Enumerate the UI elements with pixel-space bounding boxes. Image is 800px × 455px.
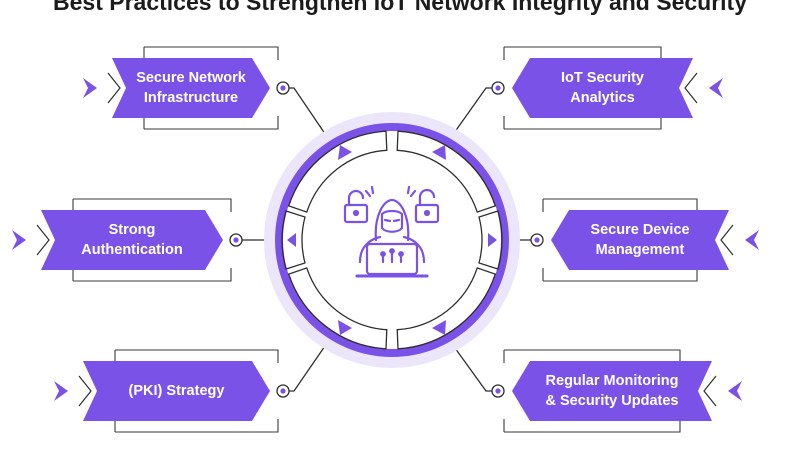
practice-label-3: (PKI) Strategy	[128, 383, 225, 399]
arrow-marker-icon	[709, 78, 723, 98]
inner-white-disc	[283, 131, 501, 349]
card-body	[512, 361, 712, 421]
chevron-outline-icon	[684, 72, 698, 104]
practice-card-3	[54, 349, 290, 433]
page-title: Best Practices to Strengthen IoT Network…	[53, 0, 747, 15]
face	[380, 209, 404, 233]
card-frame	[503, 46, 662, 130]
hood	[374, 198, 410, 242]
connector-dot-core	[280, 85, 286, 91]
practice-label-5: Secure Device Management	[590, 222, 690, 258]
practice-label-4: IoT Security Analytics	[561, 70, 644, 106]
practice-card-2	[12, 198, 243, 282]
practice-label-2: Strong Authentication	[81, 222, 183, 258]
hacker-laptop-padlocks-icon	[343, 185, 440, 278]
ring-arrow-markers	[287, 145, 497, 335]
ring-segments	[281, 130, 503, 350]
practice-card-6	[491, 349, 742, 433]
practice-cards	[12, 46, 759, 433]
padlock-right-shackle	[418, 188, 436, 207]
arrow-marker-icon	[54, 381, 68, 401]
practice-card-5	[530, 198, 759, 282]
chevron-outline-icon	[36, 224, 50, 256]
connector-dot-core	[495, 85, 501, 91]
card-frame	[503, 349, 681, 433]
padlock-right-body	[414, 203, 440, 224]
practice-label-1: Secure Network Infrastructure	[136, 70, 246, 106]
connector-dot-core	[495, 388, 501, 394]
chevron-outline-icon	[720, 224, 734, 256]
card-body	[112, 58, 270, 118]
arrow-marker-icon	[745, 230, 759, 250]
card-frame	[72, 198, 232, 282]
chevron-outline-icon	[107, 72, 121, 104]
card-frame	[114, 349, 279, 433]
card-body	[512, 58, 693, 118]
center-hub	[264, 112, 520, 368]
card-frame	[143, 46, 279, 130]
card-body	[83, 361, 270, 421]
card-frame	[542, 198, 698, 282]
padlock-left-body	[343, 203, 369, 224]
chevron-outline-icon	[703, 375, 717, 407]
padlock-left-shackle	[347, 189, 365, 207]
arrow-marker-icon	[728, 381, 742, 401]
arrow-marker-icon	[83, 78, 97, 98]
laptop-screen	[365, 242, 419, 276]
arrow-marker-icon	[12, 230, 26, 250]
connector-dot-core	[280, 388, 286, 394]
connector-dot-core	[534, 237, 540, 243]
card-body	[551, 210, 729, 270]
card-body	[41, 210, 223, 270]
connector-dot-core	[233, 237, 239, 243]
chevron-outline-icon	[78, 375, 92, 407]
practice-card-4	[491, 46, 723, 130]
practice-card-1	[83, 46, 290, 130]
practice-label-6: Regular Monitoring & Security Updates	[545, 373, 679, 409]
